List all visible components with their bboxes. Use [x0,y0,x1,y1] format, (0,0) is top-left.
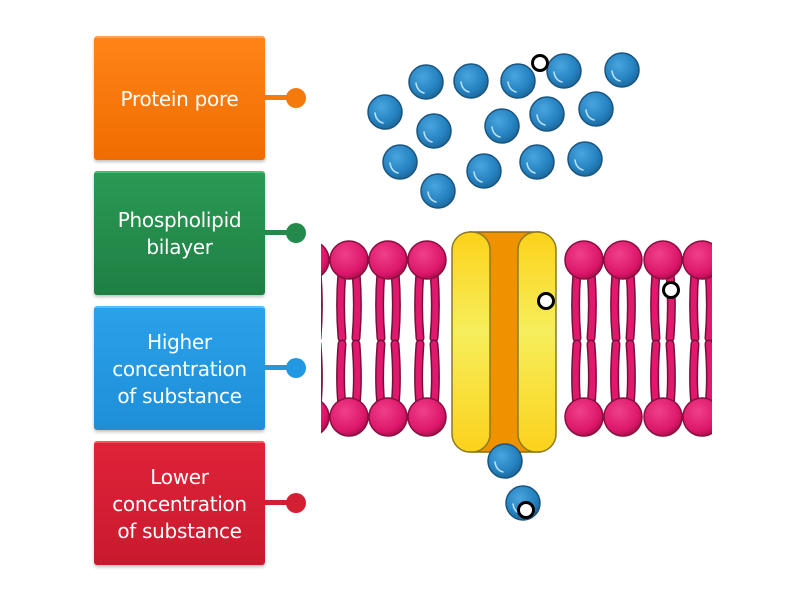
phospholipid [643,240,683,437]
molecule [367,94,403,130]
phospholipid-head [682,240,712,280]
connector-line [265,500,291,505]
molecule [484,108,520,144]
phospholipid-head [321,400,330,434]
label-text: Phospholipid bilayer [117,208,242,259]
label-text: Protein pore [120,86,239,111]
connector-line [265,365,291,370]
drop-target-marker[interactable] [537,292,555,310]
phospholipid-head [407,397,447,437]
molecule [546,53,582,89]
molecule [604,52,640,88]
molecule [529,96,565,132]
connector-handle[interactable] [286,358,306,378]
phospholipid [564,240,604,437]
phospholipid [407,240,447,437]
molecule [466,153,502,189]
molecule [578,91,614,127]
drop-target-marker[interactable] [662,281,680,299]
connector-handle[interactable] [286,88,306,108]
molecule [416,113,452,149]
pore-wall-left [451,231,491,453]
protein-pore [451,231,557,453]
pore-wall-right [517,231,557,453]
phospholipid-head [603,397,643,437]
phospholipid [321,243,330,434]
phospholipid-head [564,240,604,280]
molecule [382,144,418,180]
label-text: Higher concentration of substance [112,329,247,408]
label-text: Lower concentration of substance [112,464,247,543]
label-higher-concentration[interactable]: Higher concentration of substance [94,306,265,430]
molecule [487,443,523,479]
phospholipid-head [329,397,369,437]
molecule [420,173,456,209]
phospholipid-head [603,240,643,280]
phospholipid-head [321,243,330,277]
phospholipid [603,240,643,437]
phospholipid-head [329,240,369,280]
label-protein-pore[interactable]: Protein pore [94,36,265,160]
phospholipid [368,240,408,437]
phospholipid-head [682,397,712,437]
phospholipid [682,240,712,437]
label-lower-concentration[interactable]: Lower concentration of substance [94,441,265,565]
drop-target-marker[interactable] [531,54,549,72]
molecule [453,63,489,99]
phospholipid-head [407,240,447,280]
phospholipid-head [368,397,408,437]
connector-handle[interactable] [286,493,306,513]
molecule [408,64,444,100]
drop-target-marker[interactable] [517,501,535,519]
phospholipid-head [564,397,604,437]
connector-handle[interactable] [286,223,306,243]
phospholipid-head [643,397,683,437]
phospholipid [329,240,369,437]
connector-line [265,230,291,235]
molecule [500,63,536,99]
molecule [519,144,555,180]
molecule [567,141,603,177]
phospholipid-head [368,240,408,280]
phospholipid-head [643,240,683,280]
label-phospholipid-bilayer[interactable]: Phospholipid bilayer [94,171,265,295]
connector-line [265,95,291,100]
